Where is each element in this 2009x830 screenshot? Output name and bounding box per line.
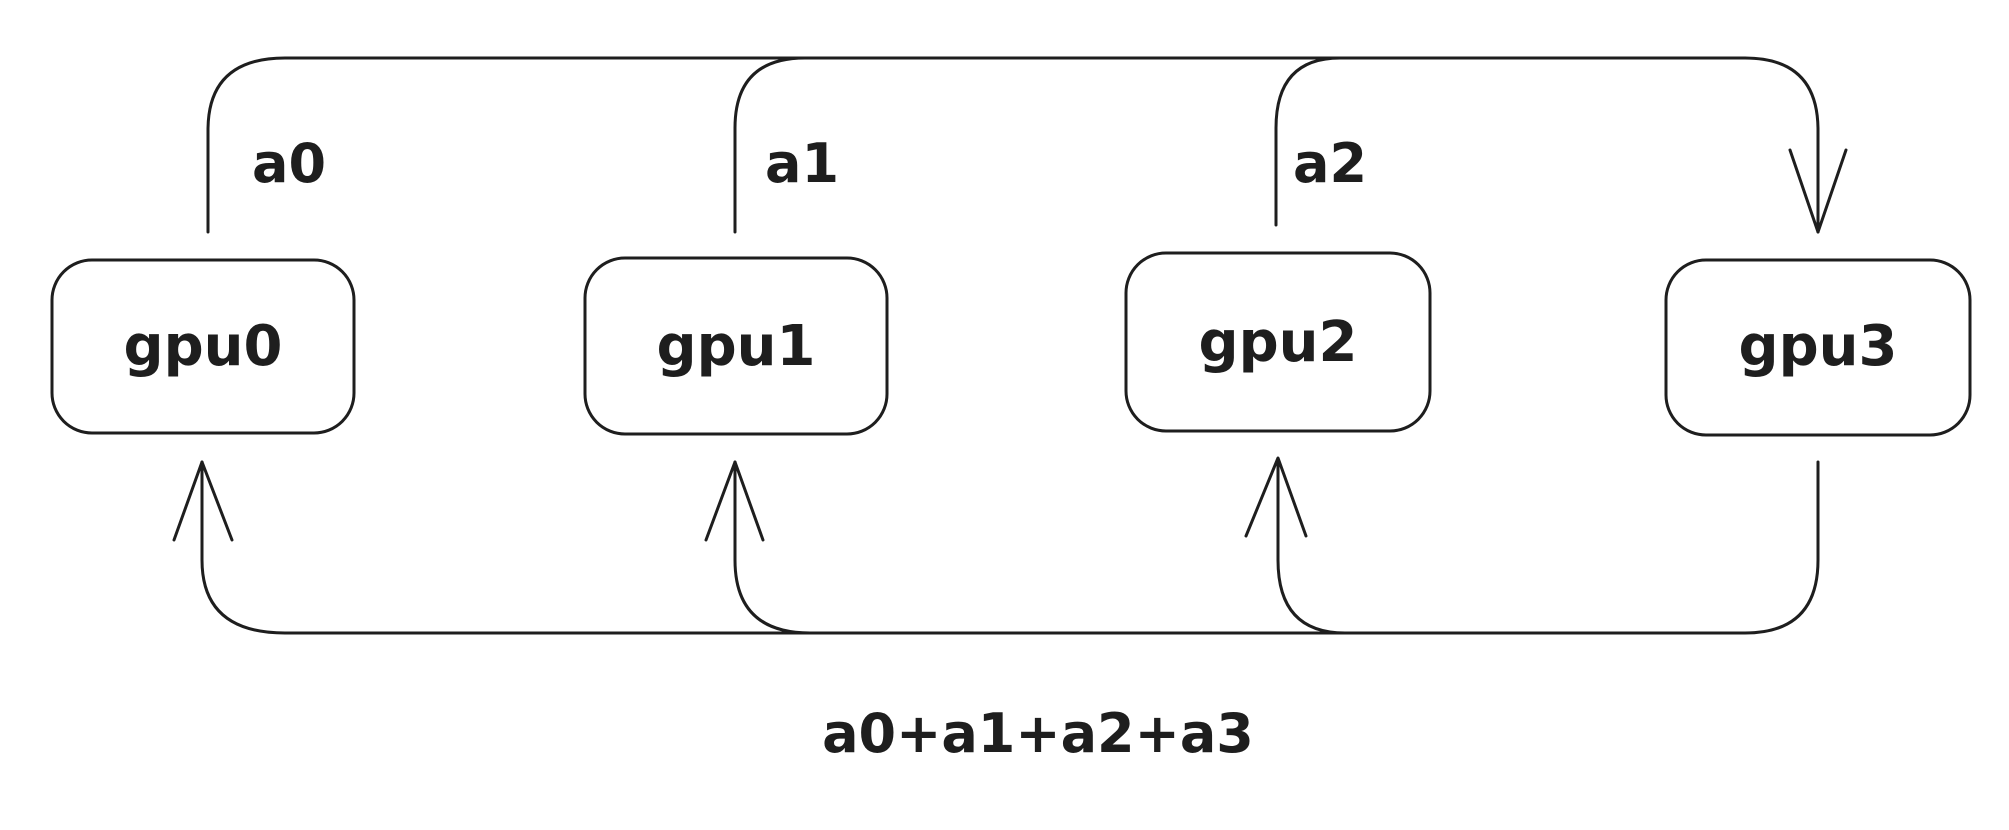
edge-gpu2-to-gpu3: [1274, 56, 1342, 227]
arrowhead-gpu2: [1244, 456, 1308, 538]
edge-gpu3-to-gpu2: [1276, 460, 1347, 635]
node-gpu2: gpu2: [1124, 251, 1432, 433]
edge-gpu0-to-gpu3: [206, 56, 1747, 234]
edge-gpu3-to-gpu0: [200, 460, 1820, 635]
gpu0-box: [50, 258, 356, 435]
label-a2: a2: [1293, 132, 1367, 195]
gpu3-box: [1664, 258, 1972, 437]
node-gpu3: gpu3: [1664, 258, 1972, 437]
gpu3-label: gpu3: [1738, 314, 1897, 379]
node-gpu0: gpu0: [50, 258, 356, 435]
label-a0: a0: [252, 132, 326, 195]
gpu1-label: gpu1: [656, 314, 815, 379]
node-gpu1: gpu1: [583, 256, 889, 436]
gpu2-box: [1124, 251, 1432, 433]
gpu2-label: gpu2: [1198, 310, 1357, 375]
label-a1: a1: [765, 132, 839, 195]
top-connectors: [206, 56, 1848, 234]
gpu1-box: [583, 256, 889, 436]
edge-gpu1-to-gpu3: [733, 56, 807, 234]
label-sum: a0+a1+a2+a3: [822, 702, 1254, 765]
edge-into-gpu3: [1743, 56, 1820, 234]
arrowhead-gpu0: [172, 460, 234, 542]
arrowhead-gpu1: [704, 460, 765, 542]
edge-gpu3-to-gpu1: [733, 460, 812, 635]
gpu0-label: gpu0: [123, 314, 282, 379]
bottom-connectors: [172, 456, 1820, 635]
arrowhead-gpu3: [1788, 148, 1848, 234]
